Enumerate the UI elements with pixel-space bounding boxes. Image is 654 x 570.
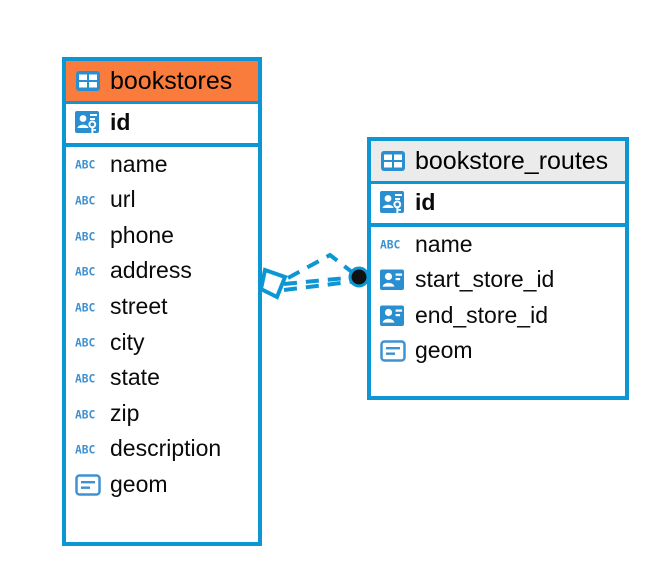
primary-key-icon — [75, 110, 101, 136]
pk-divider — [371, 222, 625, 227]
svg-text:ABC: ABC — [380, 239, 400, 252]
svg-text:ABC: ABC — [75, 301, 95, 314]
svg-text:ABC: ABC — [75, 443, 95, 456]
field-name-label: id — [415, 189, 436, 215]
field-row-geom[interactable]: geom — [371, 333, 625, 369]
field-row-city[interactable]: ABC city — [66, 325, 258, 361]
field-name-label: geom — [110, 470, 168, 497]
field-name-label: zip — [110, 399, 140, 426]
field-name-label: phone — [110, 221, 174, 248]
field-row-end-store-id[interactable]: end_store_id — [371, 298, 625, 334]
field-name-label: geom — [415, 337, 473, 364]
field-name-label: address — [110, 257, 192, 284]
entity-name-label: bookstores — [110, 67, 233, 95]
abc-icon: ABC — [75, 263, 101, 279]
field-name-label: url — [110, 186, 136, 213]
field-name-label: id — [110, 109, 131, 135]
primary-key-icon — [380, 190, 406, 216]
field-row-zip[interactable]: ABC zip — [66, 396, 258, 432]
field-list-bookstore-routes: ABC name start_store_id — [371, 227, 625, 369]
entity-name-label: bookstore_routes — [415, 147, 609, 175]
field-name-label: street — [110, 292, 168, 319]
abc-icon: ABC — [75, 334, 101, 350]
table-icon — [380, 150, 406, 172]
field-list-bookstores: ABC name ABC url ABC pho — [66, 147, 258, 503]
svg-text:ABC: ABC — [75, 372, 95, 385]
field-row-pk[interactable]: id — [371, 184, 625, 223]
abc-icon: ABC — [75, 228, 101, 244]
entity-bookstore-routes[interactable]: bookstore_routes id — [367, 137, 629, 400]
field-row-geom[interactable]: geom — [66, 467, 258, 503]
field-row-description[interactable]: ABC description — [66, 431, 258, 467]
pk-divider — [66, 142, 258, 147]
field-row-state[interactable]: ABC state — [66, 360, 258, 396]
crows-foot-diamond-icon — [258, 267, 288, 300]
one-cardinality-circle-icon — [348, 266, 370, 288]
svg-text:ABC: ABC — [75, 159, 95, 172]
abc-icon: ABC — [75, 299, 101, 315]
field-row-street[interactable]: ABC street — [66, 289, 258, 325]
svg-text:ABC: ABC — [75, 408, 95, 421]
svg-text:ABC: ABC — [75, 194, 95, 207]
field-name-label: name — [415, 230, 473, 257]
svg-text:ABC: ABC — [75, 337, 95, 350]
header-divider — [371, 181, 625, 184]
field-row-phone[interactable]: ABC phone — [66, 218, 258, 254]
field-row-name[interactable]: ABC name — [66, 147, 258, 183]
abc-icon: ABC — [75, 370, 101, 386]
field-row-start-store-id[interactable]: start_store_id — [371, 262, 625, 298]
entity-header-bookstores[interactable]: bookstores — [66, 61, 258, 101]
entity-bookstores[interactable]: bookstores id — [62, 57, 262, 546]
field-name-label: end_store_id — [415, 301, 548, 328]
field-name-label: description — [110, 435, 222, 462]
foreign-key-icon — [380, 305, 406, 327]
abc-icon: ABC — [75, 441, 101, 457]
field-row-url[interactable]: ABC url — [66, 182, 258, 218]
field-name-label: name — [110, 150, 168, 177]
field-row-name[interactable]: ABC name — [371, 227, 625, 263]
relationship-line-lower — [283, 279, 358, 292]
abc-icon: ABC — [75, 192, 101, 208]
entity-header-bookstore-routes[interactable]: bookstore_routes — [371, 141, 625, 181]
field-name-label: state — [110, 364, 160, 391]
abc-icon: ABC — [75, 156, 101, 172]
header-divider — [66, 101, 258, 104]
abc-icon: ABC — [380, 236, 406, 252]
table-icon — [75, 70, 101, 92]
geometry-icon — [380, 340, 406, 362]
relationship-line-upper — [283, 275, 358, 286]
field-row-address[interactable]: ABC address — [66, 253, 258, 289]
foreign-key-icon — [380, 269, 406, 291]
svg-text:ABC: ABC — [75, 266, 95, 279]
geometry-icon — [75, 473, 101, 496]
relationship-line-apex — [287, 252, 359, 280]
field-name-label: start_store_id — [415, 266, 555, 293]
abc-icon: ABC — [75, 406, 101, 422]
svg-text:ABC: ABC — [75, 230, 95, 243]
field-row-pk[interactable]: id — [66, 104, 258, 143]
field-name-label: city — [110, 328, 145, 355]
